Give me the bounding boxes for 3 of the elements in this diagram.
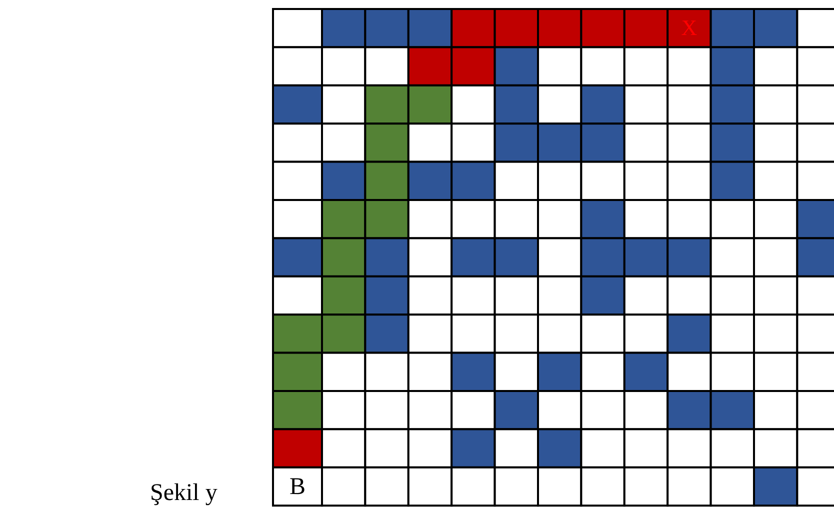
cell-mark: X xyxy=(681,17,698,40)
cell-label: B xyxy=(290,474,306,498)
figure-caption: Şekil y xyxy=(150,480,218,504)
